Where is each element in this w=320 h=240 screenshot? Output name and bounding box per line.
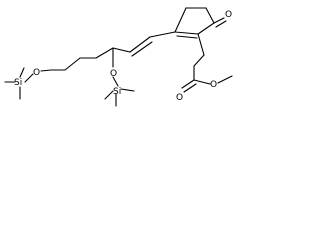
ring-bond: [205, 7, 215, 24]
chain-bond: [64, 57, 81, 71]
terminal-silicon-label: Si: [14, 78, 22, 88]
methoxy-bond: [217, 75, 233, 84]
terminal-siloxy-group: [4, 67, 34, 100]
ester-carbonyl-bond: [183, 83, 197, 93]
alkene-side-chain: [40, 31, 176, 72]
ester-ether-oxygen-label: O: [210, 80, 217, 90]
ring-bond: [197, 22, 215, 35]
terminal-oxygen-label: O: [33, 68, 40, 78]
ring-bond: [174, 7, 187, 33]
ester-carbonyl-oxygen-label: O: [176, 93, 183, 103]
ketone-oxygen-label: O: [225, 10, 232, 20]
chemical-structure-diagram: O O O O Si O Si: [4, 7, 233, 107]
alkene-double-bond: [129, 36, 151, 53]
chain-bond: [149, 31, 176, 38]
chain-bond: [40, 69, 52, 72]
si-methyl-bond: [104, 90, 114, 100]
allylic-silicon-label: Si: [113, 87, 121, 97]
si-methyl-bond: [19, 67, 25, 78]
chain-bond: [95, 47, 114, 59]
allylic-siloxy-group: [104, 47, 135, 107]
chain-bond: [197, 33, 205, 56]
si-methyl-bond: [120, 88, 135, 92]
allylic-oxygen-label: O: [110, 69, 117, 79]
ring-double-bond: [174, 31, 199, 35]
ester-ether-bond: [193, 79, 211, 85]
chain-bond: [193, 54, 205, 67]
ring-double-bond-inner: [176, 35, 198, 39]
ketone-double-bond: [215, 20, 227, 28]
chain-bond: [112, 47, 131, 53]
ester-carbonyl-bond: [181, 79, 195, 89]
ketone-double-bond: [213, 17, 225, 24]
o-si-bond: [24, 73, 34, 83]
methyl-ester-side-chain: [181, 33, 233, 93]
alkene-double-bond: [131, 41, 153, 57]
o-si-bond: [112, 76, 119, 87]
cyclopentenone-ring: [174, 7, 227, 39]
